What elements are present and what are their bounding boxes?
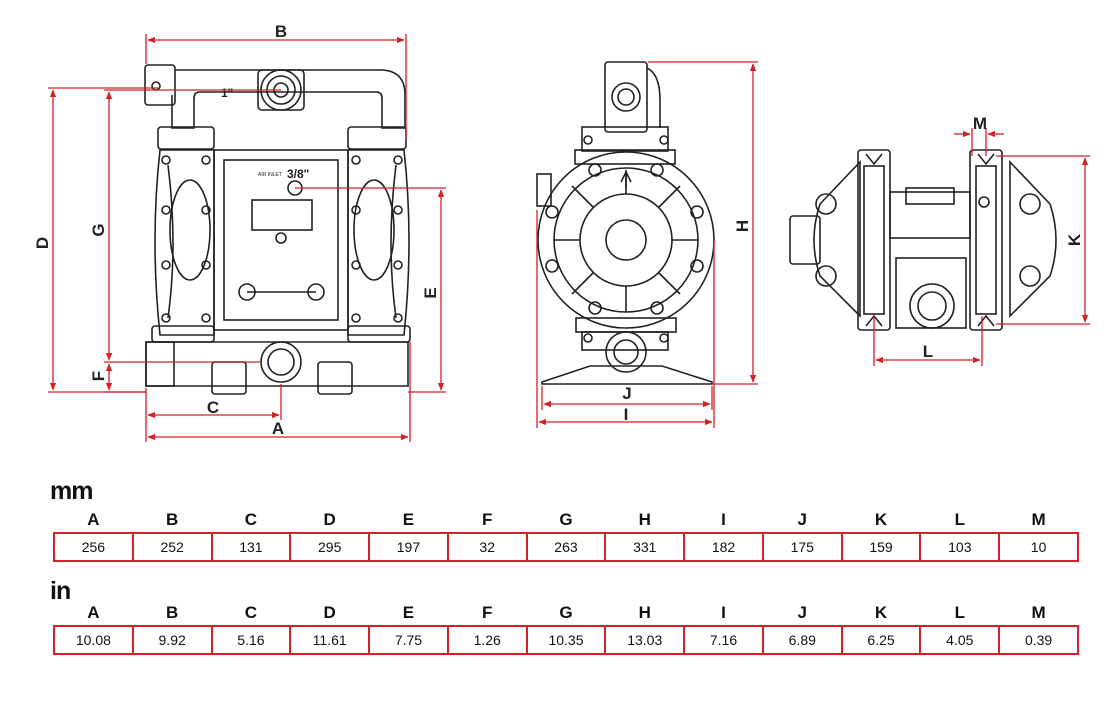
dim-label-k: K xyxy=(1065,233,1084,246)
in-value-c: 5.16 xyxy=(210,625,292,655)
dim-label-c: C xyxy=(207,398,219,417)
mm-header-l: L xyxy=(954,510,965,529)
mm-header-b: B xyxy=(166,510,179,529)
mm-header-c: C xyxy=(244,510,258,529)
dim-label-g: G xyxy=(89,223,108,236)
mm-header-g: G xyxy=(559,510,573,529)
in-value-d: 11.61 xyxy=(289,625,371,655)
mm-value-f: 32 xyxy=(446,532,528,562)
in-header-row: A B C D E F G H I J K L M xyxy=(54,601,1078,626)
mm-value-l: 103 xyxy=(919,532,1001,562)
mm-header-a: A xyxy=(87,510,100,529)
mm-value-a: 256 xyxy=(53,532,134,562)
mm-header-d: D xyxy=(323,510,336,529)
in-unit-label: in xyxy=(50,577,71,605)
in-header-e: E xyxy=(402,603,415,622)
in-value-i: 7.16 xyxy=(683,625,764,655)
air-inlet-caption: AIR INLET xyxy=(258,172,282,178)
in-value-g: 10.35 xyxy=(525,625,607,655)
in-value-e: 7.75 xyxy=(368,625,449,655)
dim-label-m: M xyxy=(973,114,987,133)
mm-value-h: 331 xyxy=(604,532,686,562)
in-header-l: L xyxy=(954,603,965,622)
in-header-a: A xyxy=(87,603,100,622)
dimension-labels: B A C D G F E H J I K L M xyxy=(33,22,1084,438)
mm-header-row: A B C D E F G H I J K L M xyxy=(54,508,1078,533)
mm-header-f: F xyxy=(482,510,493,529)
dim-label-j: J xyxy=(622,384,631,403)
dim-label-i: I xyxy=(624,405,629,424)
air-inlet-thread-label: 3/8" xyxy=(287,167,309,181)
mm-value-c: 131 xyxy=(210,532,292,562)
in-value-b: 9.92 xyxy=(131,625,213,655)
in-value-j: 6.89 xyxy=(761,625,843,655)
dim-label-e: E xyxy=(421,287,440,298)
mm-header-e: E xyxy=(402,510,415,529)
top-port-thread-label: 1" xyxy=(221,86,233,100)
dimension-lines xyxy=(48,34,1090,442)
mm-unit-label: mm xyxy=(50,477,93,505)
in-header-k: K xyxy=(874,603,888,622)
mm-value-e: 197 xyxy=(368,532,449,562)
in-header-g: G xyxy=(559,603,573,622)
in-header-m: M xyxy=(1031,603,1046,622)
dim-label-h: H xyxy=(733,220,752,232)
in-value-k: 6.25 xyxy=(840,625,922,655)
pump-dimension-drawing: 1" AIR INLET 3/8" xyxy=(33,22,1090,442)
dim-label-d: D xyxy=(33,237,52,249)
mm-value-b: 252 xyxy=(131,532,213,562)
in-header-i: I xyxy=(721,603,726,622)
in-value-row: 10.08 9.92 5.16 11.61 7.75 1.26 10.35 13… xyxy=(53,625,1079,655)
in-header-d: D xyxy=(323,603,336,622)
in-value-h: 13.03 xyxy=(604,625,686,655)
dim-label-a: A xyxy=(272,419,284,438)
mm-value-d: 295 xyxy=(289,532,371,562)
mm-header-h: H xyxy=(638,510,651,529)
in-header-c: C xyxy=(244,603,258,622)
mm-value-m: 10 xyxy=(998,532,1079,562)
in-value-m: 0.39 xyxy=(998,625,1079,655)
in-value-a: 10.08 xyxy=(53,625,134,655)
mm-header-m: M xyxy=(1031,510,1046,529)
dim-label-b: B xyxy=(275,22,287,41)
in-value-f: 1.26 xyxy=(446,625,528,655)
dim-label-l: L xyxy=(923,342,933,361)
mm-value-k: 159 xyxy=(840,532,922,562)
in-dimension-table: A B C D E F G H I J K L M 10.08 9.92 5.1… xyxy=(53,601,1079,655)
mm-value-i: 182 xyxy=(683,532,764,562)
dim-label-f: F xyxy=(89,371,108,381)
mm-header-i: I xyxy=(721,510,726,529)
mm-header-j: J xyxy=(797,510,807,529)
in-header-j: J xyxy=(797,603,807,622)
in-header-f: F xyxy=(482,603,493,622)
in-value-l: 4.05 xyxy=(919,625,1001,655)
front-view xyxy=(144,64,411,395)
mm-dimension-table: A B C D E F G H I J K L M 256 252 131 29… xyxy=(53,508,1079,562)
side-view xyxy=(536,61,715,385)
top-view xyxy=(789,149,1057,331)
mm-value-row: 256 252 131 295 197 32 263 331 182 175 1… xyxy=(53,532,1079,562)
mm-header-k: K xyxy=(874,510,888,529)
mm-value-j: 175 xyxy=(761,532,843,562)
mm-value-g: 263 xyxy=(525,532,607,562)
in-header-h: H xyxy=(638,603,651,622)
in-header-b: B xyxy=(166,603,179,622)
